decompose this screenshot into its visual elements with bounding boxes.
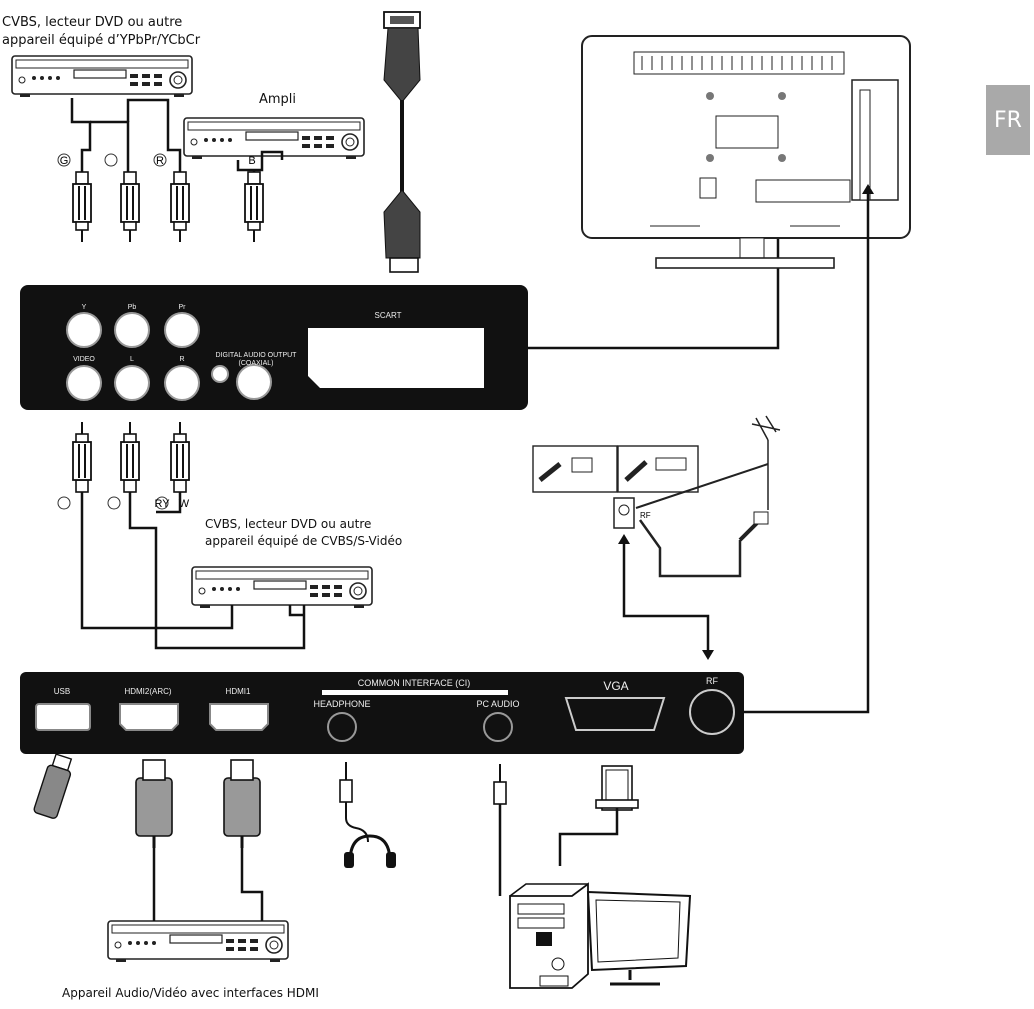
label-headphone: HEADPHONE: [313, 699, 370, 709]
marker-ry: RY: [154, 498, 170, 510]
label-scart: SCART: [375, 311, 402, 320]
rf-cable-to-panel: [622, 540, 710, 652]
hdmi2-port: [119, 703, 179, 731]
scart-cable: [383, 11, 421, 273]
label-coaxial: (COAXIAL): [238, 360, 273, 367]
marker-g: G: [60, 155, 69, 167]
label-rf: RF: [706, 676, 718, 686]
jack-pb: [114, 312, 150, 348]
label-video: VIDEO: [73, 356, 95, 363]
label-y: Y: [82, 304, 87, 311]
label-pr: Pr: [179, 304, 187, 311]
jack-y: [66, 312, 102, 348]
headphone-jack: [327, 712, 357, 742]
rca-plug-pr: [170, 171, 190, 243]
label-ci: COMMON INTERFACE (CI): [358, 678, 471, 688]
ci-slot: [322, 690, 508, 695]
hdmi1-port: [209, 703, 269, 731]
hdmi2-plug: [134, 758, 174, 850]
mid-device-label-line2: appareil équipé de CVBS/S-Vidéo: [205, 534, 403, 548]
jack-video: [66, 365, 102, 401]
rca-plug-y: [72, 171, 92, 243]
label-usb: USB: [54, 687, 70, 696]
rf-port: [689, 689, 735, 735]
vga-port: [564, 697, 666, 731]
top-device-label-line1: CVBS, lecteur DVD ou autre: [2, 15, 183, 30]
label-pc-audio: PC AUDIO: [476, 699, 519, 709]
cvbs-dvd-device: [191, 566, 373, 609]
jack-coaxial: [236, 364, 272, 400]
hdmi-av-device: [107, 920, 289, 963]
cvbs-cables: [80, 492, 306, 650]
top-connector-markers: G R B: [57, 153, 256, 167]
rca-plug-audio-l: [120, 421, 140, 493]
label-digital-audio: DIGITAL AUDIO OUTPUT: [216, 352, 298, 359]
label-r: R: [179, 356, 184, 363]
rf-cable-to-tv: [742, 186, 870, 714]
ypbpr-dvd-device: [11, 55, 193, 98]
antenna-rf-label: RF: [640, 511, 651, 520]
rca-plug-video: [72, 421, 92, 493]
marker-r: R: [156, 155, 164, 167]
mid-device-label-line1: CVBS, lecteur DVD ou autre: [205, 517, 372, 531]
label-hdmi2: HDMI2(ARC): [124, 687, 171, 696]
scart-to-tv-cable: [528, 198, 780, 350]
side-connector-panel: USB HDMI2(ARC) HDMI1 COMMON INTERFACE (C…: [20, 672, 744, 754]
tv-rear: [581, 35, 911, 269]
pc-audio-jack: [483, 712, 513, 742]
pc-computer: [509, 882, 692, 989]
label-pb: Pb: [128, 304, 137, 311]
pc-audio-plug: [493, 764, 507, 896]
marker-w: W: [179, 498, 190, 510]
antenna-setup: RF: [532, 415, 781, 578]
rca-plug-audio-r: [170, 421, 190, 493]
rca-plug-coaxial: [244, 171, 264, 243]
headphone-plug: [339, 762, 396, 868]
usb-port: [35, 703, 91, 731]
jack-pr: [164, 312, 200, 348]
usb-stick: [33, 753, 73, 819]
jack-audio-r: [164, 365, 200, 401]
av-connector-panel: Y Pb Pr VIDEO L R DIGITAL AUDIO OUTPUT (…: [20, 285, 528, 410]
label-l: L: [130, 356, 134, 363]
language-badge: FR: [986, 85, 1030, 155]
rca-plug-pb: [120, 171, 140, 243]
ypbpr-cables: [70, 98, 284, 172]
ampli-label: Ampli: [259, 92, 297, 107]
vga-plug: [558, 765, 639, 866]
marker-b: B: [248, 155, 255, 167]
label-hdmi1: HDMI1: [226, 687, 251, 696]
jack-audio-l: [114, 365, 150, 401]
hdmi-device-label: Appareil Audio/Vidéo avec interfaces HDM…: [62, 986, 319, 1000]
scart-port: [308, 328, 484, 388]
indicator-dot: [211, 365, 229, 383]
bottom-connector-markers: RY W: [57, 496, 190, 510]
top-device-label-line2: appareil équipé d’YPbPr/YCbCr: [2, 33, 201, 48]
label-vga: VGA: [603, 679, 628, 693]
hdmi1-plug: [222, 758, 262, 850]
hdmi-cables: [152, 848, 264, 921]
